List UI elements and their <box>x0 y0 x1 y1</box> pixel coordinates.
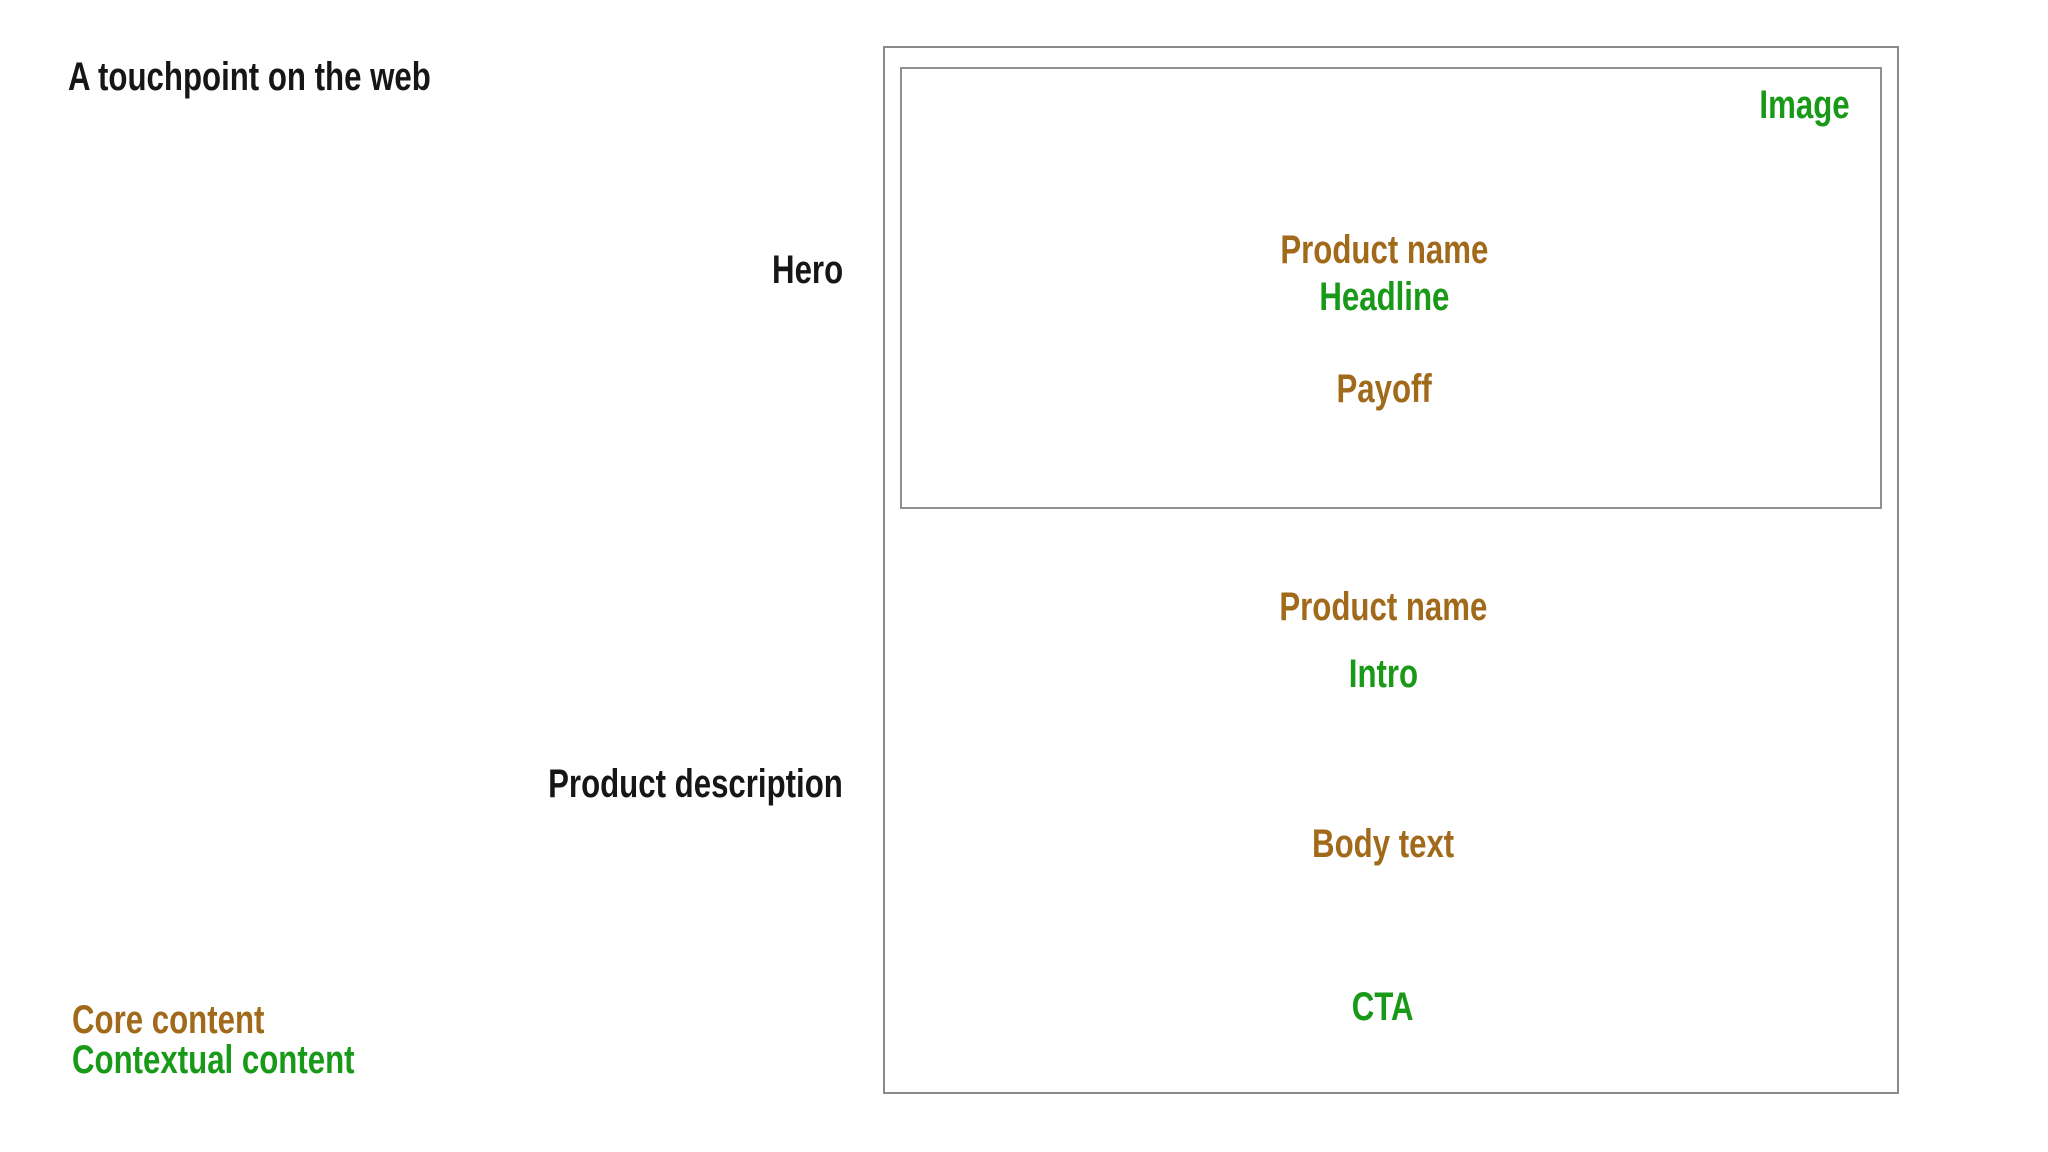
product-description-section-label: Product description <box>548 762 843 806</box>
hero-product-name-label: Product name <box>900 228 1868 272</box>
legend-contextual-content: Contextual content <box>72 1038 355 1082</box>
product-name-label: Product name <box>883 585 1883 629</box>
webpage-outline-box <box>883 46 1899 1094</box>
cta-text: CTA <box>1352 985 1414 1029</box>
intro-label: Intro <box>883 652 1883 696</box>
hero-product-name-text: Product name <box>1279 228 1489 272</box>
page-title: A touchpoint on the web <box>68 55 431 99</box>
hero-section-label: Hero <box>771 248 843 292</box>
legend-core-content: Core content <box>72 998 265 1042</box>
payoff-label: Payoff <box>900 367 1868 411</box>
image-label: Image <box>1759 83 1850 127</box>
hero-section-box <box>900 67 1882 509</box>
headline-text: Headline <box>1318 275 1450 319</box>
product-name-text: Product name <box>1278 585 1488 629</box>
headline-label: Headline <box>900 275 1868 319</box>
intro-text: Intro <box>1348 652 1418 696</box>
body-text-text: Body text <box>1311 822 1455 866</box>
body-text-label: Body text <box>883 822 1883 866</box>
cta-label: CTA <box>883 985 1883 1029</box>
payoff-text: Payoff <box>1336 367 1432 411</box>
